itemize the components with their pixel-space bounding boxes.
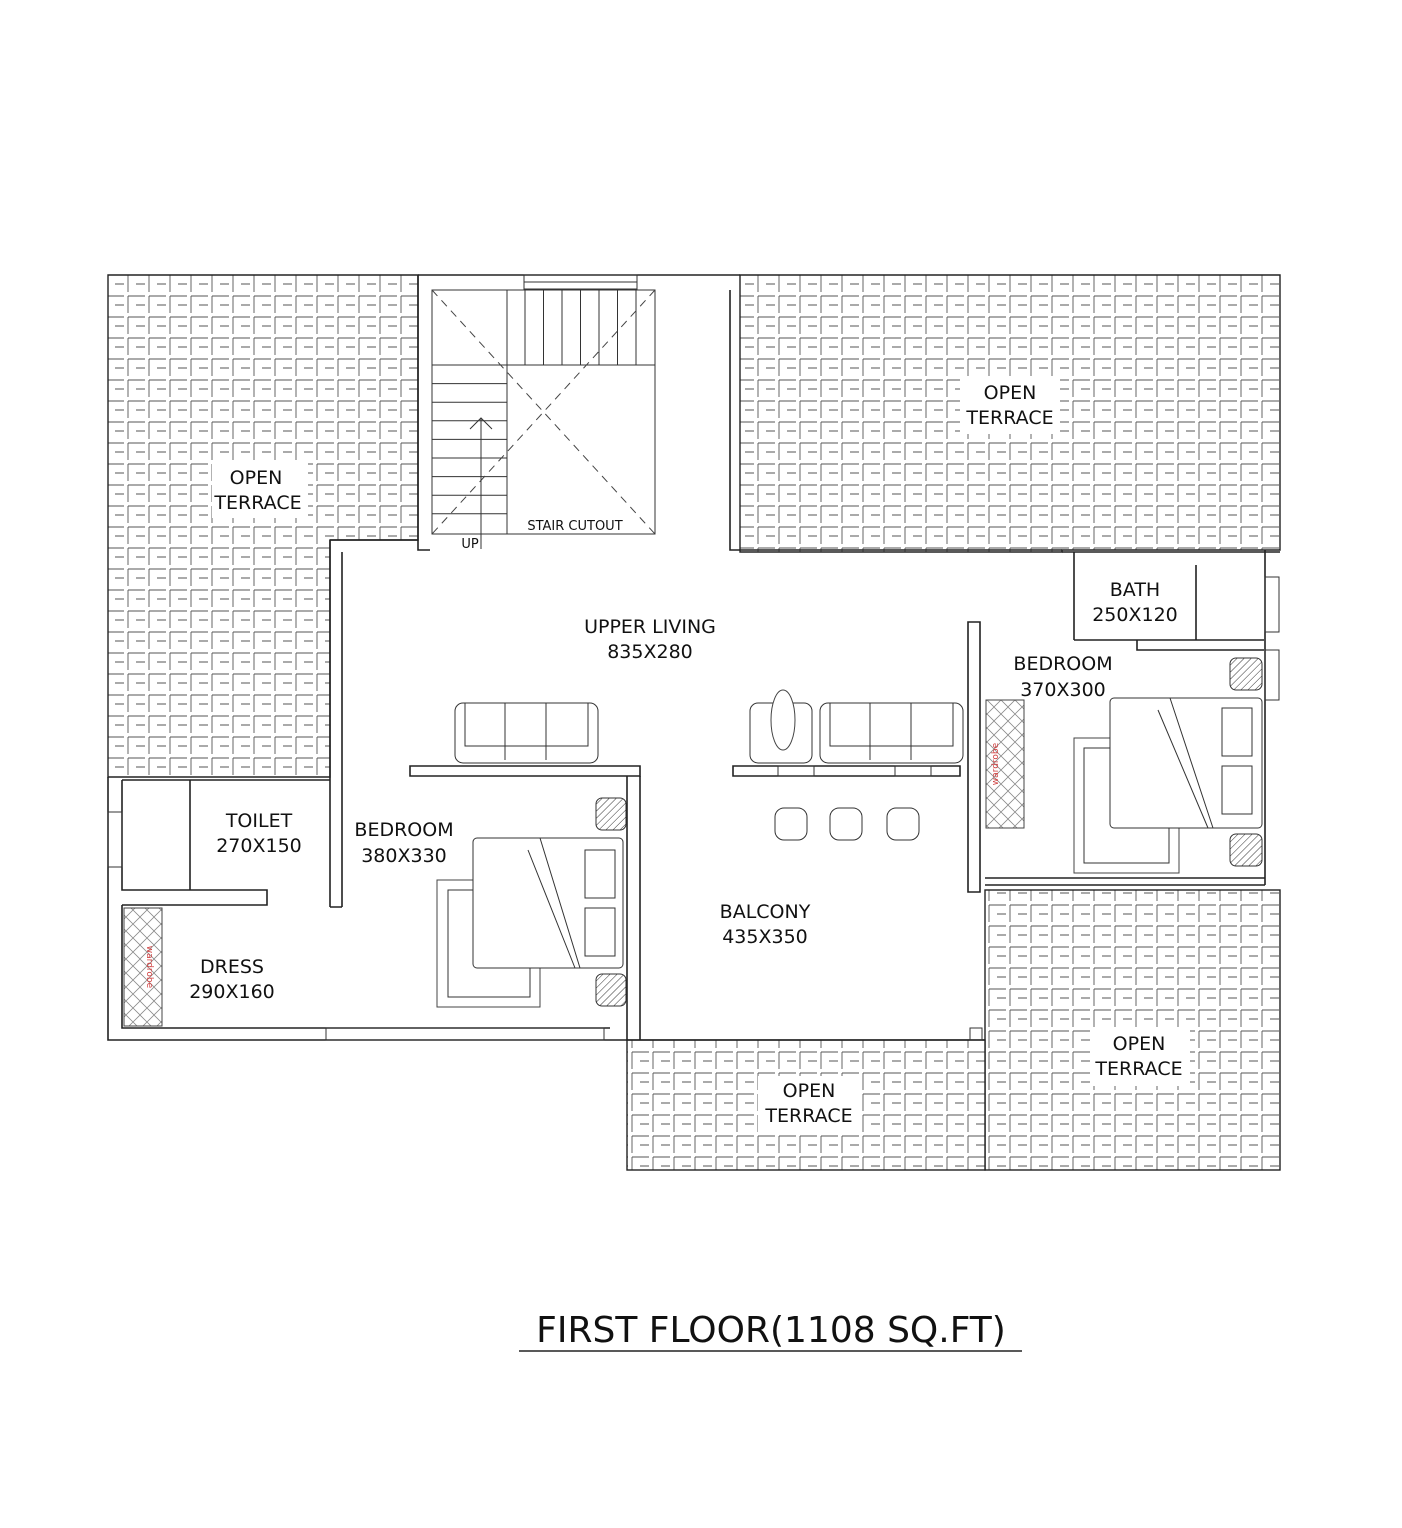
chairs: [774, 807, 920, 841]
terrace-left: OPEN TERRACE: [107, 274, 419, 778]
stair-cutout-label: STAIR CUTOUT: [527, 519, 622, 534]
terrace-top-right: OPEN TERRACE: [739, 274, 1281, 553]
terrace-left-label: OPEN: [230, 467, 283, 489]
wardrobe-left: wardrobe: [123, 907, 163, 1027]
bedroom-left-size: 380X330: [361, 845, 447, 867]
upper-living-size: 835X280: [607, 641, 693, 663]
bedroom-right-label: BEDROOM: [1013, 653, 1112, 675]
upper-living-label: UPPER LIVING: [584, 616, 716, 638]
plan-title: FIRST FLOOR(1108 SQ.FT): [536, 1310, 1006, 1351]
terrace-left-label2: TERRACE: [213, 492, 301, 514]
bed-right: [1073, 657, 1263, 874]
wardrobe-right: wardrobe: [985, 699, 1025, 829]
wardrobe-label: wardrobe: [991, 742, 1001, 785]
terrace-top-right-label: OPEN: [984, 382, 1037, 404]
balcony-size: 435X350: [722, 926, 808, 948]
dress-size: 290X160: [189, 981, 275, 1003]
walls: [107, 539, 1280, 1041]
bedroom-left-label: BEDROOM: [354, 819, 453, 841]
terrace-top-right-label2: TERRACE: [965, 407, 1053, 429]
bath-size: 250X120: [1092, 604, 1178, 626]
bath-label: BATH: [1110, 579, 1160, 601]
bedroom-right-size: 370X300: [1020, 679, 1106, 701]
terrace-bottom-right: OPEN TERRACE: [984, 889, 1281, 1171]
toilet-size: 270X150: [216, 835, 302, 857]
sofa-left: [454, 702, 599, 764]
bed-left: [436, 797, 627, 1008]
staircase: STAIR CUTOUT UP: [417, 274, 740, 552]
terrace-bottom-label: OPEN: [783, 1080, 836, 1102]
sofa-right: [749, 689, 964, 777]
terrace-bottom-label2: TERRACE: [764, 1105, 852, 1127]
toilet-label: TOILET: [225, 810, 293, 832]
terrace-bottom-right-label: OPEN: [1113, 1033, 1166, 1055]
balcony-label: BALCONY: [720, 901, 811, 923]
wardrobe-label: wardrobe: [144, 946, 154, 989]
dress-label: DRESS: [200, 956, 264, 978]
stair-up-label: UP: [461, 537, 479, 552]
terrace-bottom: OPEN TERRACE: [626, 1039, 986, 1171]
terrace-bottom-right-label2: TERRACE: [1094, 1058, 1182, 1080]
